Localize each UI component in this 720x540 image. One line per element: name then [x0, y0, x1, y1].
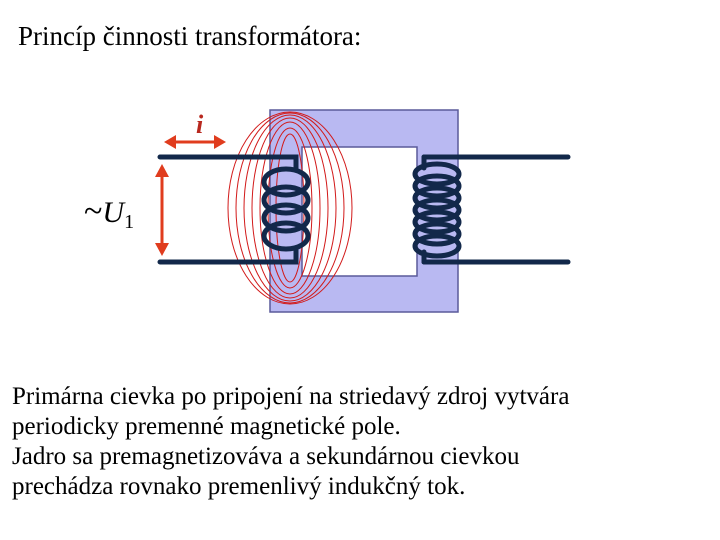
caption-line-1: Primárna cievka po pripojení na striedav… — [12, 383, 570, 410]
current-arrow — [164, 135, 226, 149]
primary-coil — [261, 166, 311, 252]
current-label: i — [196, 110, 204, 139]
caption-line-3: Jadro sa premagnetizováva a sekundárnou … — [12, 443, 520, 470]
voltage-label: ~U1 — [84, 193, 134, 233]
secondary-coil — [412, 161, 462, 259]
magnetic-field-lines — [227, 111, 353, 305]
caption-line-4: prechádza rovnako premenlivý indukčný to… — [12, 473, 466, 500]
voltage-arrow — [155, 164, 169, 256]
description-text: Primárna cievka po pripojení na striedav… — [12, 382, 716, 502]
voltage-symbol: U — [102, 196, 126, 229]
slide-title: Princíp činnosti transformátora: — [18, 21, 362, 51]
voltage-subscript: 1 — [124, 211, 134, 233]
caption-line-2: periodicky premenné magnetické pole. — [12, 413, 401, 440]
primary-leads — [157, 154, 299, 265]
ac-source-tilde: ~ — [84, 193, 102, 230]
